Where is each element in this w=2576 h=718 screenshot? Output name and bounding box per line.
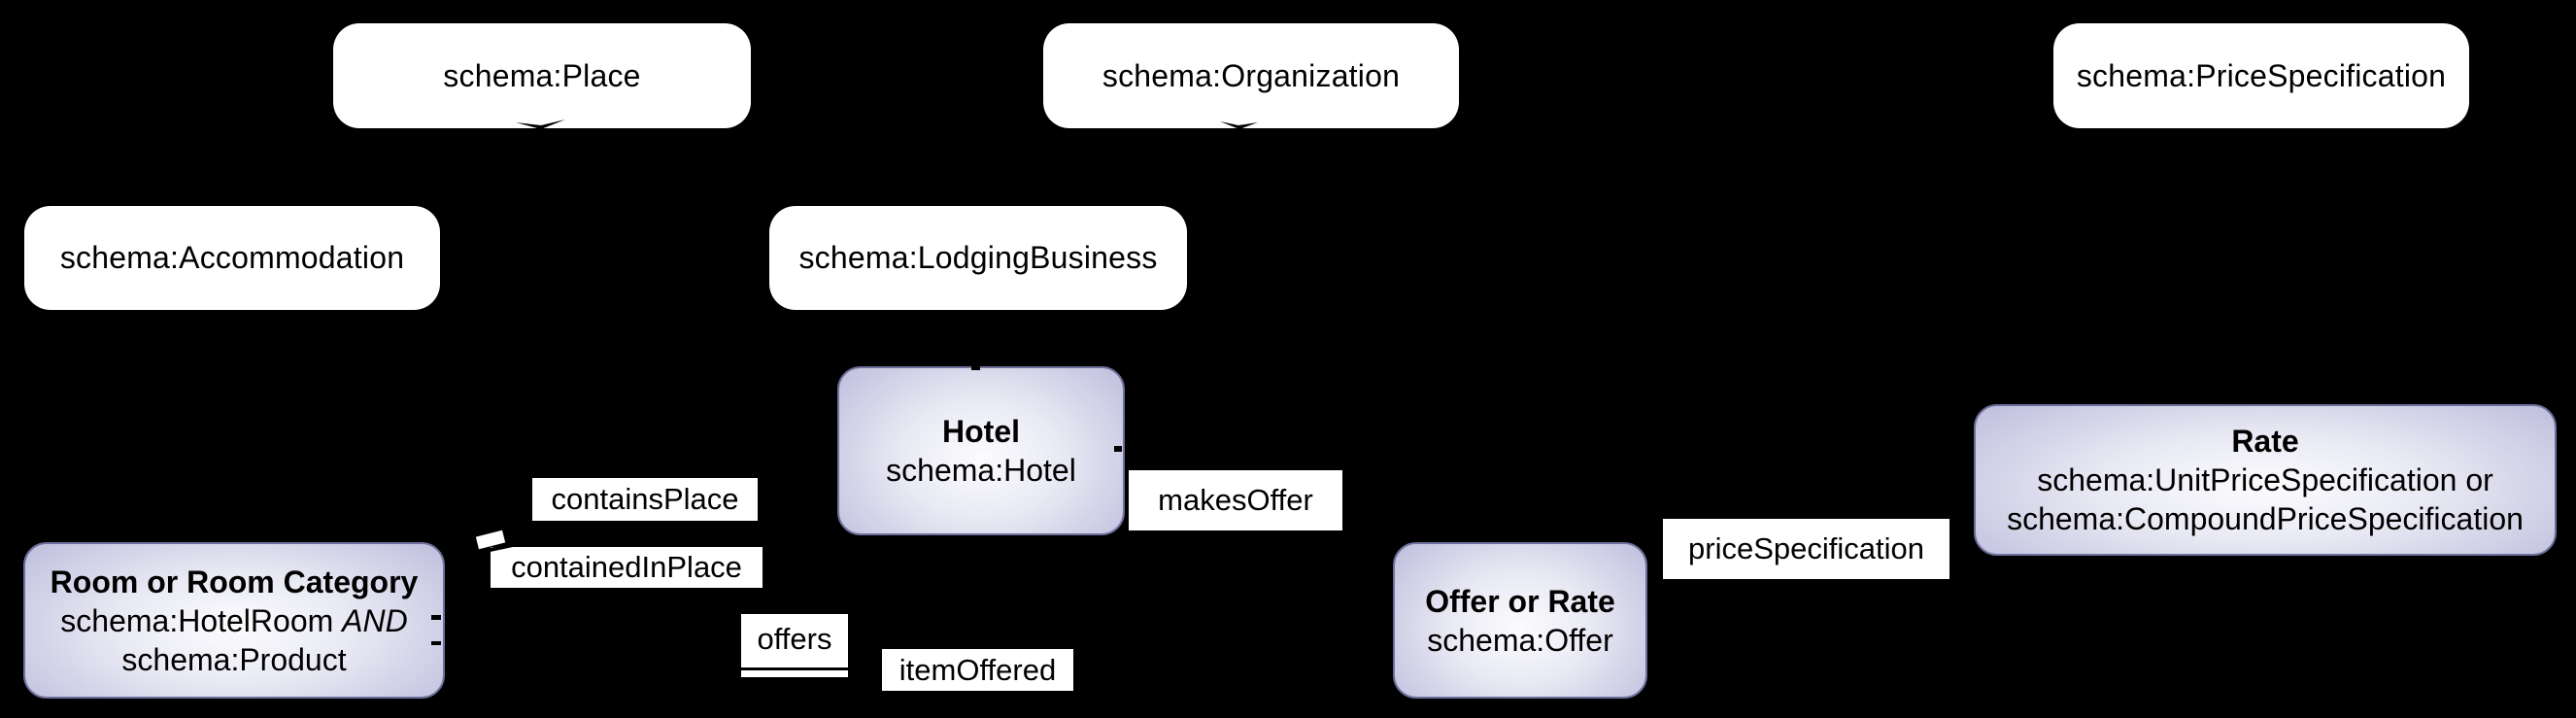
arrowhead-icon bbox=[516, 120, 565, 129]
node-title: Hotel bbox=[942, 414, 1020, 449]
node-schema-organization: schema:Organization bbox=[1043, 23, 1459, 128]
node-label: schema:PriceSpecification bbox=[2076, 57, 2447, 93]
node-hotel: Hotel schema:Hotel bbox=[837, 366, 1125, 535]
node-title: Offer or Rate bbox=[1425, 583, 1615, 619]
edge-stub bbox=[431, 641, 441, 645]
node-title: Room or Room Category bbox=[50, 564, 419, 599]
node-rate: Rate schema:UnitPriceSpecification or sc… bbox=[1974, 404, 2557, 556]
node-offer-or-rate: Offer or Rate schema:Offer bbox=[1393, 542, 1647, 699]
node-schema-accommodation: schema:Accommodation bbox=[24, 206, 440, 310]
node-subtitle: schema:Hotel bbox=[886, 453, 1076, 488]
edge-stub bbox=[971, 366, 980, 370]
edge-label-pricespecification: priceSpecification bbox=[1663, 519, 1949, 579]
node-subtitle-line: schema:CompoundPriceSpecification bbox=[2007, 501, 2524, 536]
node-schema-place: schema:Place bbox=[333, 23, 751, 128]
edge-label-itemoffered: itemOffered bbox=[882, 649, 1073, 691]
edge-label-offers: offers bbox=[741, 614, 848, 677]
node-schema-pricespecification: schema:PriceSpecification bbox=[2053, 23, 2469, 128]
edge-line bbox=[741, 667, 848, 670]
edge-label-containedinplace: containedInPlace bbox=[491, 547, 763, 588]
node-label: schema:Organization bbox=[1102, 57, 1401, 93]
node-subtitle-line: schema:Product bbox=[121, 641, 347, 677]
node-title: Rate bbox=[2231, 424, 2299, 459]
edge-stub bbox=[431, 615, 441, 620]
node-label: schema:Accommodation bbox=[59, 240, 405, 275]
node-schema-lodgingbusiness: schema:LodgingBusiness bbox=[769, 206, 1187, 310]
node-label: schema:LodgingBusiness bbox=[798, 240, 1158, 275]
node-subtitle-line: schema:HotelRoom AND bbox=[60, 602, 408, 638]
node-subtitle-line: schema:UnitPriceSpecification or bbox=[2037, 462, 2493, 497]
edge-label-containsplace: containsPlace bbox=[532, 478, 758, 521]
node-label: schema:Place bbox=[443, 57, 641, 93]
node-subtitle: schema:Offer bbox=[1427, 622, 1613, 658]
arrowhead-icon bbox=[1220, 121, 1258, 129]
edge-label-makesoffer: makesOffer bbox=[1129, 470, 1342, 530]
edge-stub bbox=[1114, 446, 1122, 452]
node-room-or-room-category: Room or Room Category schema:HotelRoom A… bbox=[23, 542, 445, 699]
